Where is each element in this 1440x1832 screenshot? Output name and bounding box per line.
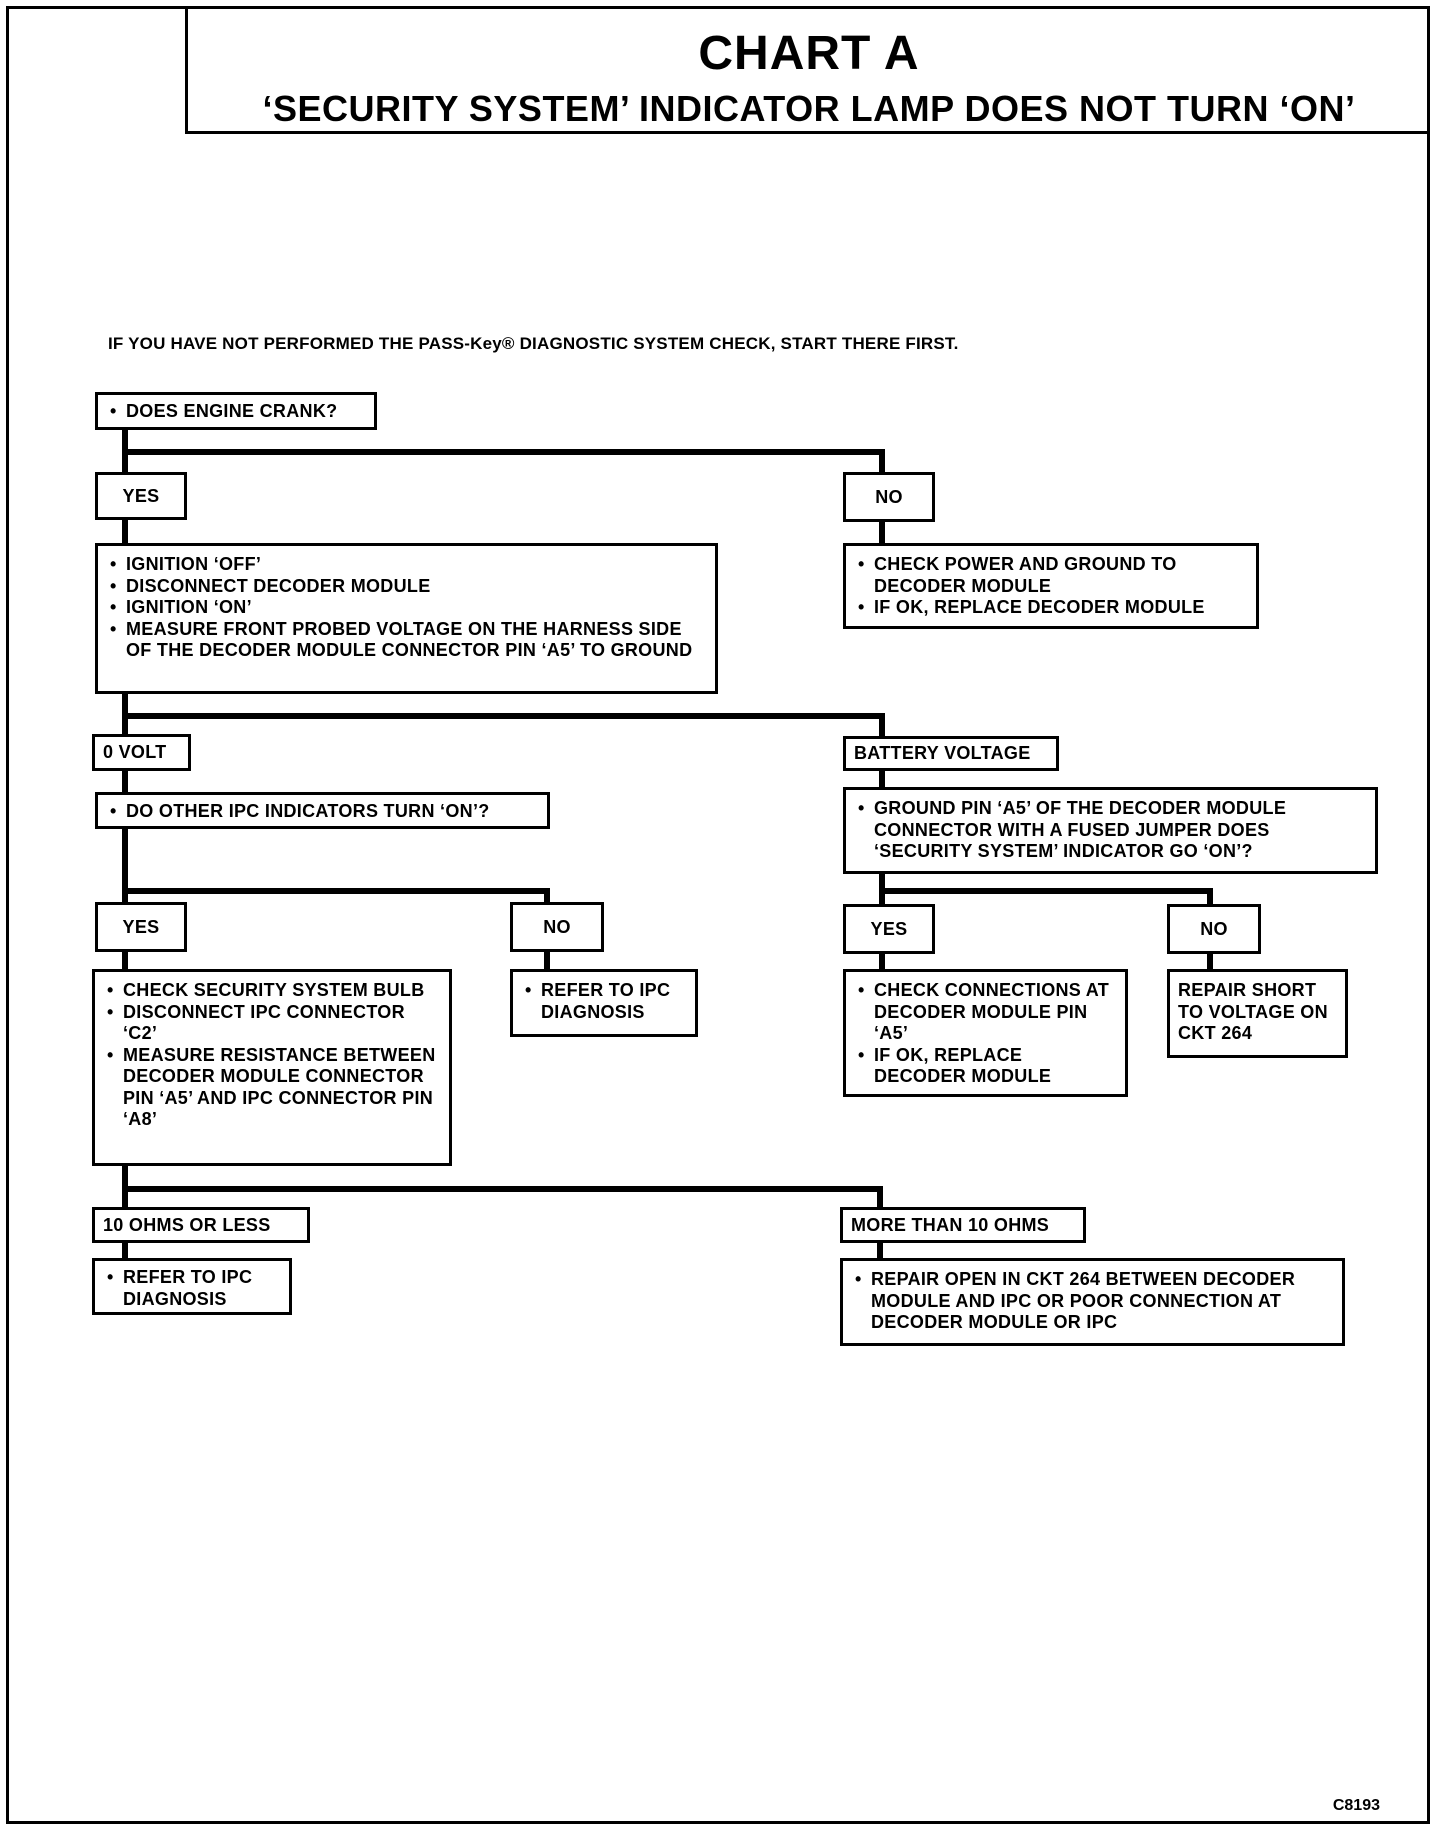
connector-gp-no — [879, 888, 1213, 907]
step-item: GROUND PIN ‘A5’ OF THE DECODER MODULE CO… — [856, 798, 1365, 863]
prerequisite-note: IF YOU HAVE NOT PERFORMED THE PASS-Key® … — [108, 334, 959, 353]
branch-ten-ohms-or-less: 10 OHMS OR LESS — [92, 1207, 310, 1243]
step-item: IF OK, REPLACE DECODER MODULE — [856, 597, 1246, 619]
connector-crank-no — [122, 449, 885, 475]
step-text: REPAIR SHORT TO VOLTAGE ON CKT 264 — [1178, 980, 1328, 1043]
step-item: MEASURE FRONT PROBED VOLTAGE ON THE HARN… — [108, 619, 705, 662]
chart-title: CHART A — [698, 27, 920, 80]
step-item: CHECK SECURITY SYSTEM BULB — [105, 980, 439, 1002]
node-check-power-ground: CHECK POWER AND GROUND TO DECODER MODULE… — [843, 543, 1259, 629]
branch-ground-yes: YES — [843, 904, 935, 954]
step-item: REPAIR OPEN IN CKT 264 BETWEEN DECODER M… — [853, 1269, 1332, 1334]
node-ground-pin-a5: GROUND PIN ‘A5’ OF THE DECODER MODULE CO… — [843, 787, 1378, 874]
node-ignition-steps: IGNITION ‘OFF’ DISCONNECT DECODER MODULE… — [95, 543, 718, 694]
step-item: DOES ENGINE CRANK? — [108, 401, 364, 423]
branch-zero-volt: 0 VOLT — [92, 734, 191, 771]
branch-crank-yes: YES — [95, 472, 187, 520]
step-item: DISCONNECT DECODER MODULE — [108, 576, 705, 598]
step-item: REFER TO IPC DIAGNOSIS — [105, 1267, 279, 1310]
step-item: IF OK, REPLACE DECODER MODULE — [856, 1045, 1115, 1088]
page-frame — [6, 6, 1430, 1824]
node-repair-open-ckt264: REPAIR OPEN IN CKT 264 BETWEEN DECODER M… — [840, 1258, 1345, 1346]
step-item: DISCONNECT IPC CONNECTOR ‘C2’ — [105, 1002, 439, 1045]
figure-code: C8193 — [1332, 1797, 1380, 1814]
step-item: CHECK POWER AND GROUND TO DECODER MODULE — [856, 554, 1246, 597]
branch-more-than-ten-ohms: MORE THAN 10 OHMS — [840, 1207, 1086, 1243]
connector-res-more — [122, 1186, 883, 1210]
connector-ipc-no — [122, 888, 550, 905]
branch-ipc-yes: YES — [95, 902, 187, 952]
step-item: IGNITION ‘OFF’ — [108, 554, 705, 576]
step-item: REFER TO IPC DIAGNOSIS — [523, 980, 685, 1023]
step-item: IGNITION ‘ON’ — [108, 597, 705, 619]
branch-ipc-no: NO — [510, 902, 604, 952]
node-refer-ipc-diagnosis: REFER TO IPC DIAGNOSIS — [510, 969, 698, 1037]
branch-crank-no: NO — [843, 472, 935, 522]
chart-subtitle: ‘SECURITY SYSTEM’ INDICATOR LAMP DOES NO… — [262, 88, 1356, 129]
node-check-bulb-resistance: CHECK SECURITY SYSTEM BULB DISCONNECT IP… — [92, 969, 452, 1166]
connector-volt-battery — [122, 713, 885, 739]
branch-battery-voltage: BATTERY VOLTAGE — [843, 736, 1059, 771]
node-repair-short-voltage: REPAIR SHORT TO VOLTAGE ON CKT 264 — [1167, 969, 1348, 1058]
node-does-engine-crank: DOES ENGINE CRANK? — [95, 392, 377, 430]
step-item: MEASURE RESISTANCE BETWEEN DECODER MODUL… — [105, 1045, 439, 1131]
step-item: CHECK CONNECTIONS AT DECODER MODULE PIN … — [856, 980, 1115, 1045]
node-check-connections-a5: CHECK CONNECTIONS AT DECODER MODULE PIN … — [843, 969, 1128, 1097]
title-banner: CHART A ‘SECURITY SYSTEM’ INDICATOR LAMP… — [185, 6, 1430, 134]
node-refer-ipc-diagnosis-2: REFER TO IPC DIAGNOSIS — [92, 1258, 292, 1315]
step-item: DO OTHER IPC INDICATORS TURN ‘ON’? — [108, 801, 537, 823]
node-other-ipc-indicators: DO OTHER IPC INDICATORS TURN ‘ON’? — [95, 792, 550, 829]
branch-ground-no: NO — [1167, 904, 1261, 954]
